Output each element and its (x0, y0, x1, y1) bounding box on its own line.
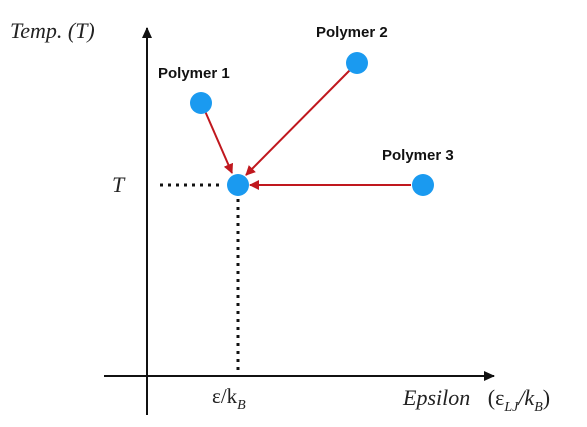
polymer-3-label: Polymer 3 (382, 147, 454, 164)
x-axis-label-main: Epsilon (402, 385, 470, 410)
polymer-2-label: Polymer 2 (316, 24, 388, 41)
polymer-1-node (190, 92, 212, 114)
eps-marker-label-sub: B (237, 398, 246, 413)
eps-marker-label-main: ε/k (212, 384, 238, 408)
polymer-3-node (412, 174, 434, 196)
x-axis-label-sep: /k (516, 385, 535, 410)
x-axis-label-subscript: LJ (503, 400, 519, 415)
y-axis-label: Temp. (T) (10, 18, 95, 43)
t-marker-label: T (112, 172, 126, 197)
x-axis-label-symbol: ε (495, 385, 504, 410)
x-axis-label: Epsilon (εLJ/kB) (402, 385, 550, 415)
arrow-polymer-1 (204, 110, 233, 174)
eps-marker-label: ε/kB (212, 384, 246, 413)
target-node (227, 174, 249, 196)
polymer-1-label: Polymer 1 (158, 65, 230, 82)
x-axis-label-sub-b: B (534, 400, 543, 415)
polymer-2-node (346, 52, 368, 74)
arrow-polymer-2 (245, 69, 351, 176)
